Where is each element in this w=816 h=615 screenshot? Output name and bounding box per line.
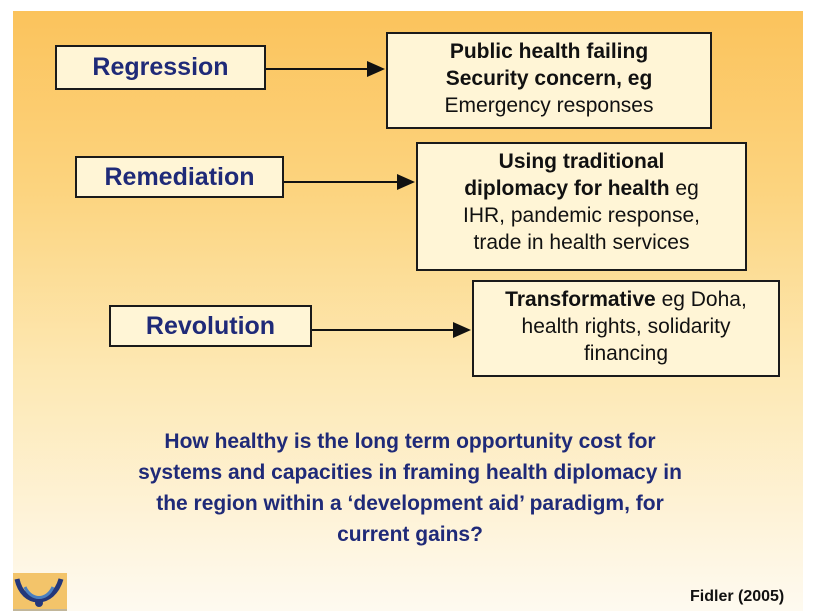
- desc-revolution-line-1-bold: Transformative: [505, 288, 656, 311]
- desc-remediation-line-3: IHR, pandemic response,: [463, 204, 700, 227]
- citation: Fidler (2005): [690, 588, 785, 605]
- desc-remediation-line-1: Using traditional: [498, 150, 665, 173]
- question-line-1: How healthy is the long term opportunity…: [164, 430, 656, 453]
- stage-remediation: Remediation: [75, 156, 284, 198]
- stage-regression: Regression: [55, 45, 266, 90]
- desc-regression-line-2: Security concern, eg: [445, 67, 653, 90]
- desc-remediation-line-2-bold: diplomacy for health: [464, 177, 670, 200]
- desc-regression-line-3: Emergency responses: [444, 94, 654, 117]
- question-line-2: systems and capacities in framing health…: [138, 461, 682, 484]
- desc-revolution: Transformative eg Doha, health rights, s…: [472, 280, 780, 377]
- question-line-3: the region within a ‘development aid’ pa…: [156, 492, 664, 515]
- desc-remediation-line-2-rest: eg: [669, 177, 699, 200]
- desc-regression: Public health failing Security concern, …: [386, 32, 712, 129]
- question-line-4: current gains?: [337, 523, 483, 546]
- stage-revolution: Revolution: [109, 305, 312, 347]
- desc-regression-line-1: Public health failing: [449, 40, 649, 63]
- desc-revolution-line-2: health rights, solidarity: [521, 315, 731, 338]
- desc-revolution-line-3: financing: [583, 342, 669, 365]
- desc-revolution-line-1-rest: eg Doha,: [655, 288, 747, 311]
- desc-remediation: Using traditional diplomacy for health e…: [416, 142, 747, 271]
- organization-logo-icon: [13, 573, 67, 611]
- stage-remediation-label: Remediation: [104, 162, 255, 191]
- stage-regression-label: Regression: [92, 53, 229, 81]
- stage-revolution-label: Revolution: [145, 311, 276, 340]
- desc-remediation-line-4: trade in health services: [473, 231, 690, 254]
- question-text: How healthy is the long term opportunity…: [80, 426, 740, 550]
